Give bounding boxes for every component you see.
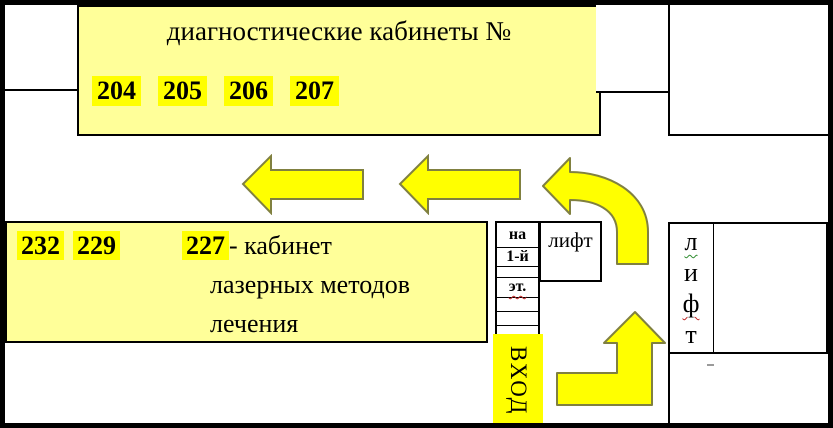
left-arrow-icon-2: [398, 154, 523, 215]
stair-step-label: эт.: [497, 278, 538, 298]
room-cell-top-left: [5, 5, 82, 91]
bent-up-arrow-icon: [556, 310, 667, 407]
room-number-227: 227: [182, 231, 229, 260]
room-cell-bottom-right: [668, 352, 828, 423]
room-number-207: 207: [290, 76, 339, 106]
left-arrow-icon-1: [241, 154, 366, 215]
entrance-label: ВХОД: [506, 346, 531, 416]
room-number-204: 204: [92, 76, 141, 106]
laser-room-caption: - кабинет: [229, 231, 332, 260]
laser-room-caption-line2: лазерных методов: [210, 270, 410, 299]
room-cell-top-middle: [596, 5, 673, 93]
elevator-letters-column: л и ф т: [670, 224, 714, 353]
elevator-box-small: лифт: [539, 221, 602, 282]
entrance-sign: ВХОД: [493, 334, 543, 423]
elevator-letter-l: л: [684, 227, 698, 256]
laser-rooms-box: 232 229 227- кабинет лазерных методов лече…: [5, 221, 488, 343]
laser-room-caption-line3: лечения: [210, 309, 299, 338]
diagnostic-rooms-box: диагностические кабинеты № 204 205 206 2…: [77, 5, 601, 136]
room-number-229: 229: [73, 231, 120, 260]
diagnostic-rooms-title: диагностические кабинеты №: [166, 16, 512, 46]
stair-step: [497, 298, 538, 312]
staircase-to-first-floor: на 1-й эт.: [495, 221, 540, 337]
room-cell-top-right: [668, 5, 828, 136]
stair-step: [497, 267, 538, 278]
stair-step-label-text: эт.: [508, 278, 527, 295]
curved-left-arrow-icon: [541, 154, 651, 267]
room-number-205: 205: [158, 76, 207, 106]
laser-room-numbers-line: 232 229 227- кабинет: [17, 226, 486, 265]
elevator-shaft-right: л и ф т: [668, 222, 828, 355]
stray-mark: [707, 364, 714, 366]
elevator-letter-i: и: [684, 258, 698, 287]
room-number-206: 206: [224, 76, 273, 106]
diagnostic-room-numbers: 204 205 206 207: [79, 76, 599, 106]
room-number-232: 232: [17, 231, 64, 260]
stair-step-label: 1-й: [497, 248, 538, 267]
stair-step: [497, 312, 538, 326]
elevator-letter-t: т: [685, 320, 697, 349]
elevator-letter-f: ф: [682, 289, 700, 318]
stair-step-label: на: [497, 223, 538, 248]
